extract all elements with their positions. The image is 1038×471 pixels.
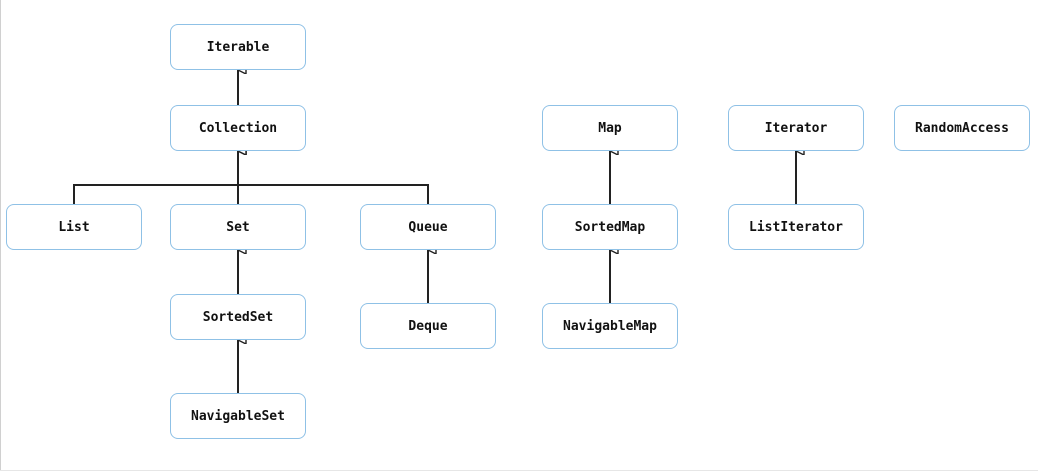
node-sorted-set[interactable]: SortedSet [170, 294, 306, 340]
node-iterator[interactable]: Iterator [728, 105, 864, 151]
edge-list-to-collection [73, 151, 238, 204]
node-random-access[interactable]: RandomAccess [894, 105, 1030, 151]
node-navigable-map[interactable]: NavigableMap [542, 303, 678, 349]
node-queue[interactable]: Queue [360, 204, 496, 250]
node-deque[interactable]: Deque [360, 303, 496, 349]
node-map[interactable]: Map [542, 105, 678, 151]
node-list[interactable]: List [6, 204, 142, 250]
node-list-iterator[interactable]: ListIterator [728, 204, 864, 250]
node-collection[interactable]: Collection [170, 105, 306, 151]
node-set[interactable]: Set [170, 204, 306, 250]
node-sorted-map[interactable]: SortedMap [542, 204, 678, 250]
node-navigable-set[interactable]: NavigableSet [170, 393, 306, 439]
edge-queue-to-collection [237, 151, 429, 204]
frame-left-border [0, 0, 1, 471]
node-iterable[interactable]: Iterable [170, 24, 306, 70]
